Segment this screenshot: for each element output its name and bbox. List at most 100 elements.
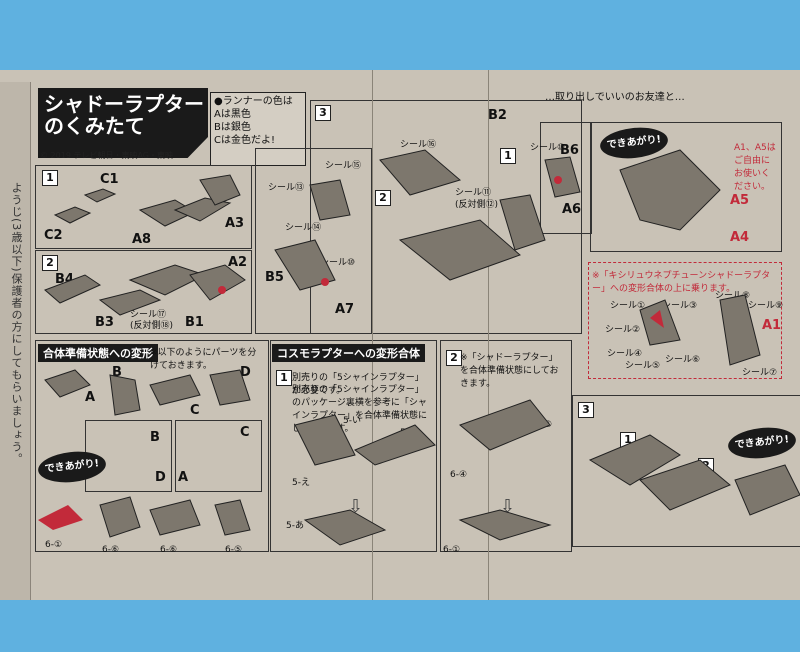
illus-combine-b — [109, 374, 141, 416]
illus-step3-body — [398, 219, 521, 281]
runner-color-note: ●ランナーの色は Aは黒色 Bは銀色 Cは金色だよ! — [210, 92, 306, 166]
cosmo-step-2: 2 — [446, 350, 462, 366]
step-3: 3 — [315, 105, 331, 121]
illus-cosmo-3a — [588, 434, 681, 486]
sticker-13: シール⑬ — [268, 183, 305, 193]
sheet-top-flap — [30, 70, 800, 90]
illus-b3-part — [98, 289, 162, 316]
cosmo-step-3: 3 — [578, 402, 594, 418]
sticker-14: シール⑭ — [285, 223, 322, 233]
illus-combine-f — [149, 499, 201, 536]
shadow-ready-note: ※「シャドーラプター」を合体準備状態にしておきます。 — [460, 353, 559, 389]
copyright: © 2019 テレビ朝日・東映AG・東映 — [40, 151, 173, 160]
illus-cosmo-1b — [354, 424, 436, 466]
illus-combine-e — [99, 496, 141, 538]
label-5e: 5-え — [292, 478, 310, 488]
combine-part-a: A — [85, 390, 96, 405]
combine-part-b: B — [112, 365, 122, 380]
top-warning: …取り出しでいいのお友達と… — [545, 92, 685, 103]
fold-line-2 — [488, 70, 489, 600]
red-part-bottom-left — [38, 505, 83, 530]
sticker-10: シール⑩ — [320, 258, 356, 268]
illus-combine-d — [209, 369, 251, 406]
combine-part-d: D — [240, 365, 251, 380]
red-marker-sticker — [650, 310, 664, 328]
sticker-rev12: (反対側⑫) — [455, 200, 499, 210]
part-a1: A1 — [762, 318, 782, 333]
illus-b4-part — [44, 274, 102, 304]
part-b6: B6 — [560, 143, 579, 158]
sub-part-a: A — [178, 470, 189, 485]
red-marker-a2 — [218, 286, 226, 294]
part-b5: B5 — [265, 270, 284, 285]
label-5i: 5-い — [343, 416, 361, 426]
step3-panel — [310, 100, 582, 334]
combine-note: ※以下のようにパーツを分けておきます。 — [150, 348, 257, 371]
step3-sub-panel — [540, 122, 592, 234]
sticker-r6: シール⑥ — [665, 355, 701, 365]
cosmo-header: コスモラプターへの変形合体 — [272, 344, 425, 362]
sticker-17: シール⑰ — [130, 310, 167, 320]
combine-sub-right — [175, 420, 262, 492]
sticker-r2: シール② — [605, 325, 641, 335]
combine-state-panel — [35, 340, 269, 552]
side-warning-text: ようじ(3歳以下)保護者の方にしてもらいましょう。 — [10, 182, 23, 465]
sticker-rev18: (反対側⑱) — [130, 321, 174, 331]
illus-done-top — [619, 149, 721, 231]
step-1: 1 — [42, 170, 58, 186]
sub-part-b: B — [150, 430, 160, 445]
label-6b: 6-⑤ — [225, 545, 243, 555]
sticker-r1: シール① — [610, 301, 646, 311]
illus-cosmo-3c — [734, 464, 800, 516]
illus-sticker-wing — [719, 294, 761, 366]
red-marker-a6 — [554, 176, 562, 184]
illus-body-part — [274, 239, 336, 291]
part-a2: A2 — [228, 255, 248, 270]
red-note: ※「キシリュウネプチューンシャドーラプター」への変形合体の上に乗ります。 — [592, 271, 771, 294]
illus-a6-part — [544, 156, 581, 198]
illus-a3-part — [199, 174, 241, 206]
illus-combine-a — [44, 369, 91, 398]
illus-c2-part — [53, 206, 92, 224]
illus-step3-leg — [499, 194, 546, 251]
step2-panel — [35, 250, 252, 334]
sticker-8: シール⑧ — [715, 291, 751, 301]
part-a7: A7 — [335, 302, 355, 317]
illus-a2-part — [189, 264, 246, 301]
sticker-10b: シール⑩ — [530, 143, 566, 153]
part-a6: A6 — [562, 202, 582, 217]
red-note-box — [588, 262, 782, 379]
part-b1: B1 — [185, 315, 204, 330]
illus-cosmo-2b — [458, 509, 552, 541]
sticker-r3: シール③ — [662, 301, 698, 311]
illus-c1-part — [83, 188, 117, 203]
label-6a: 6-⑥ — [160, 545, 178, 555]
illus-cosmo-1a — [294, 414, 356, 466]
illus-step3-tail — [379, 149, 462, 196]
done-panel-top — [590, 122, 782, 252]
step1-panel — [35, 165, 252, 249]
combine-part-c: C — [190, 403, 200, 418]
part-b3: B3 — [95, 315, 114, 330]
label-6f: 6-④ — [450, 470, 468, 480]
cosmo-step3-panel — [572, 395, 800, 547]
sub-part-c: C — [240, 425, 250, 440]
label-5a: 5-あ — [286, 521, 304, 531]
illus-cosmo-3b — [639, 459, 731, 511]
label-6d: 6-⑥ — [102, 545, 120, 555]
part-c2: C2 — [44, 228, 63, 243]
sticker-9: シール⑨ — [748, 301, 784, 311]
illus-cosmo-2a — [459, 399, 551, 451]
part-a5: A5 — [730, 193, 750, 208]
red-marker-body — [321, 278, 329, 286]
sticker-16: シール⑯ — [400, 140, 437, 150]
fold-line-1 — [372, 70, 373, 600]
illus-combine-c — [149, 374, 201, 406]
label-6c: 6-① — [45, 540, 63, 550]
sub-part-d: D — [155, 470, 166, 485]
sticker-r7: シール⑦ — [742, 368, 778, 378]
part-a3: A3 — [225, 216, 245, 231]
part-a4: A4 — [730, 230, 750, 245]
side-strip: ようじ(3歳以下)保護者の方にしてもらいましょう。 — [0, 82, 31, 600]
page-title: シャドーラプター のくみたて — [44, 92, 204, 138]
